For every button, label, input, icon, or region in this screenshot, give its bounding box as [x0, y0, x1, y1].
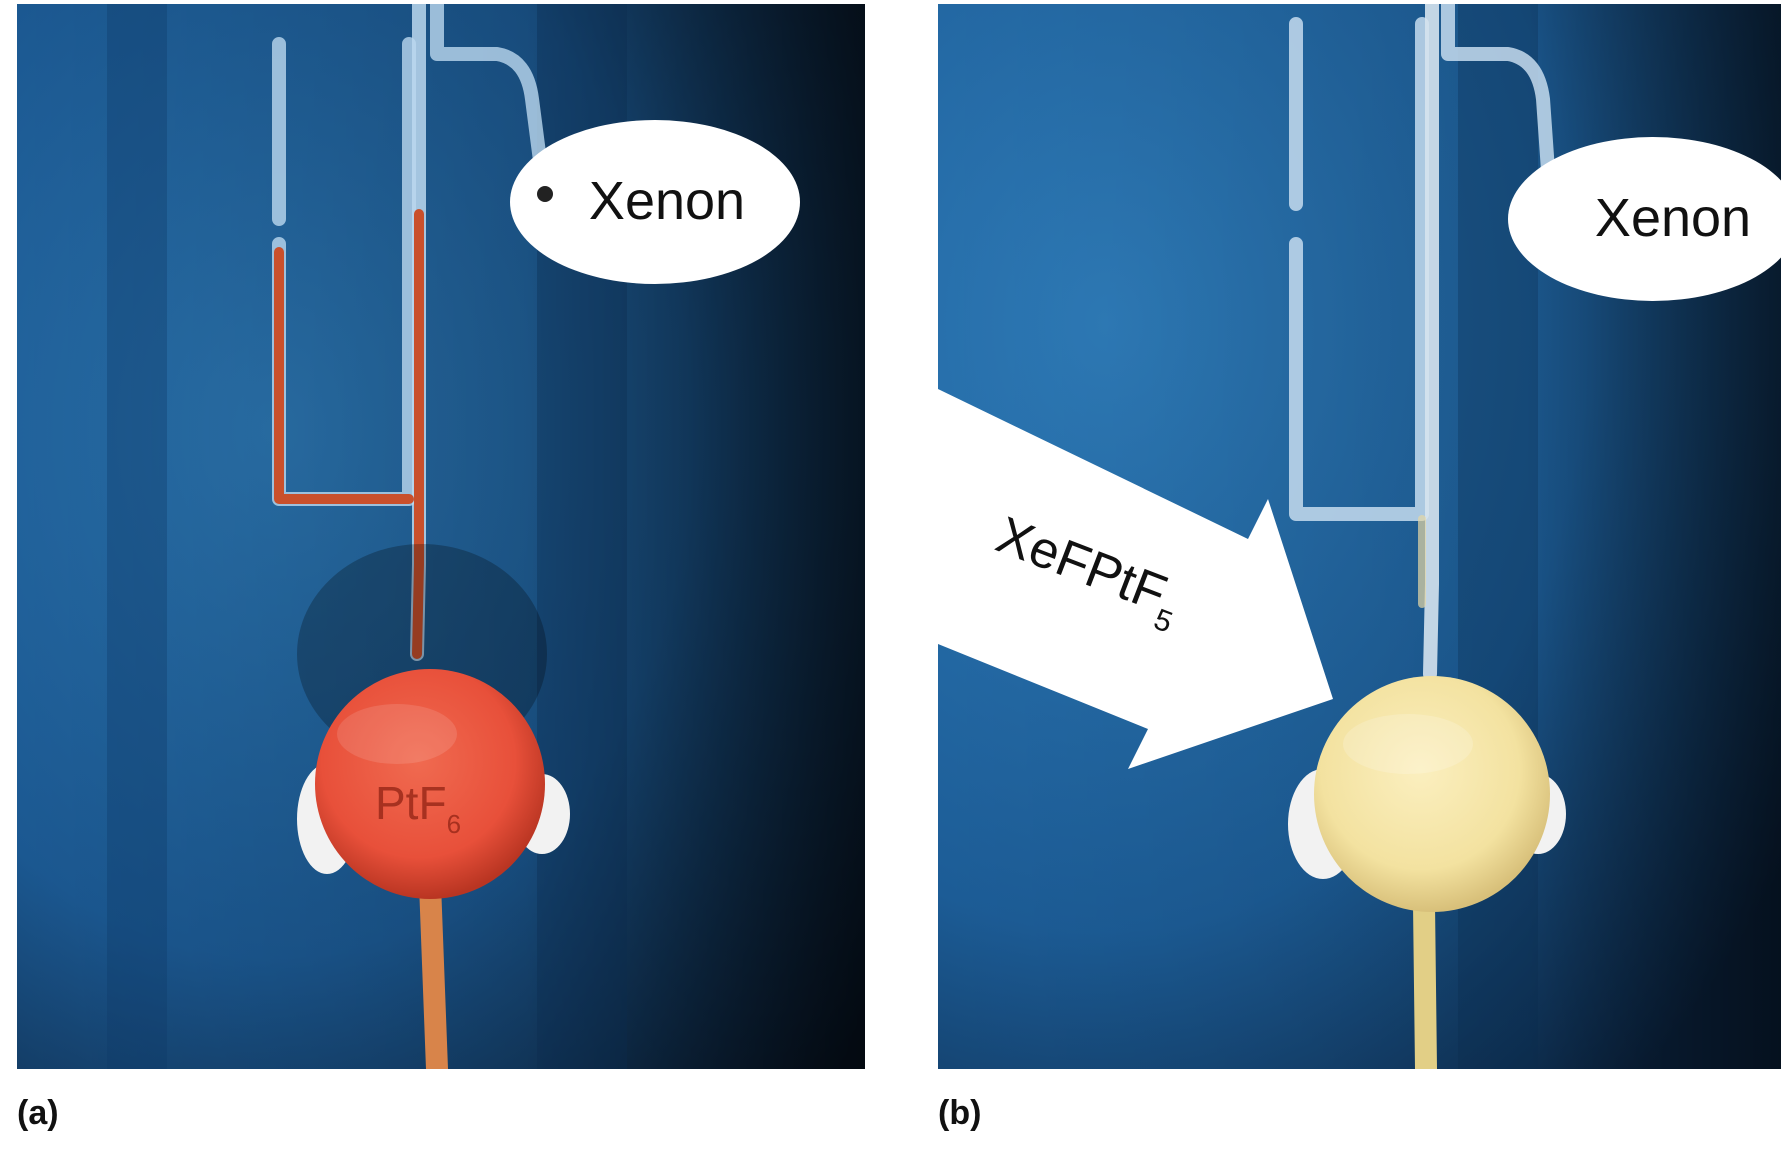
glass-tubing [272, 4, 552, 1069]
xenon-label-bubble [510, 120, 800, 284]
glass-tubing [1289, 4, 1557, 1069]
xenon-label-bubble [1508, 137, 1781, 301]
xenon-label-text: Xenon [589, 171, 745, 231]
photo-panel-a: PtF6 Xenon [17, 4, 865, 1069]
photo-a-scene: PtF6 Xenon [17, 4, 865, 1069]
xenon-label-text: Xenon [1595, 188, 1751, 248]
bulb-label-text: PtF6 [375, 777, 461, 839]
bulb-xefptf5 [1314, 676, 1550, 912]
caption-a: (a) [17, 1094, 59, 1132]
photo-panel-b: XeFPtF5 Xenon [938, 4, 1781, 1069]
bulb-ptf6 [315, 669, 545, 899]
product-arrow [938, 389, 1333, 769]
photo-b-scene: XeFPtF5 Xenon [938, 4, 1781, 1069]
caption-b: (b) [938, 1094, 982, 1132]
